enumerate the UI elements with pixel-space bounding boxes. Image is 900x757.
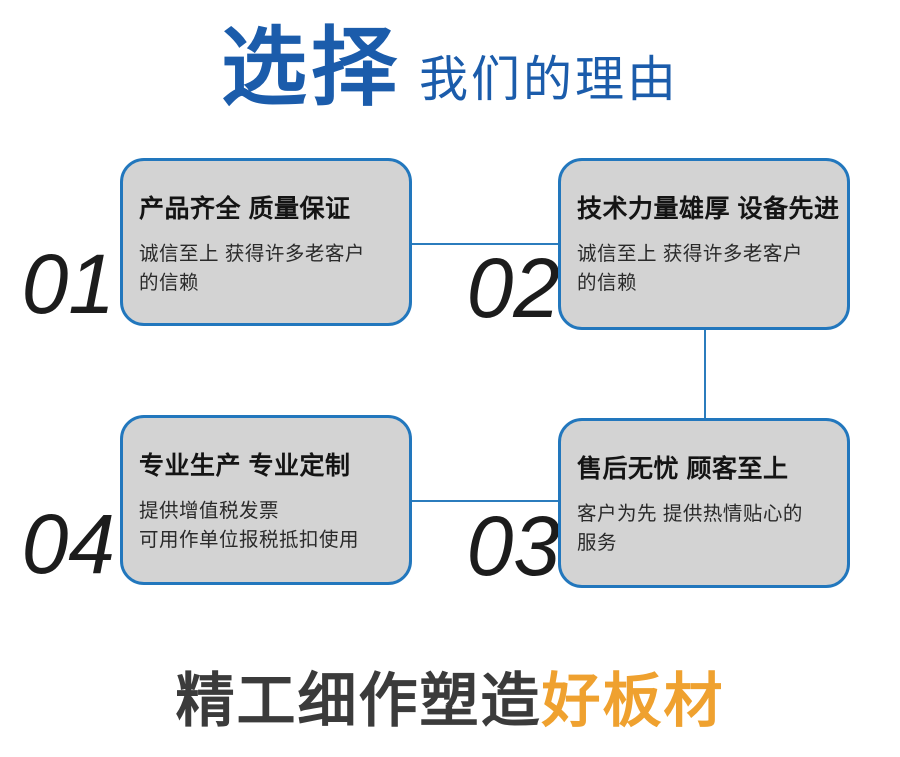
feature-card-desc: 诚信至上 获得许多老客户 的信赖 (139, 243, 365, 295)
feature-card-title: 专业生产 专业定制 (139, 452, 351, 480)
step-number-03: 03 (466, 499, 560, 593)
footer-slogan-dark: 精工细作塑造 (175, 668, 542, 734)
footer-slogan: 精工细作塑造好板材 (0, 668, 900, 736)
feature-card-04: 专业生产 专业定制 提供增值税发票 可用作单位报税抵扣使用 (120, 415, 412, 585)
step-number-01: 01 (21, 237, 115, 331)
feature-card-01: 产品齐全 质量保证 诚信至上 获得许多老客户 的信赖 (120, 158, 412, 326)
feature-card-title: 技术力量雄厚 设备先进 (577, 195, 840, 223)
step-number-04: 04 (21, 497, 115, 591)
feature-card-desc: 诚信至上 获得许多老客户 的信赖 (577, 243, 803, 295)
connector-line-vertical (704, 330, 706, 418)
feature-card-title: 售后无忧 顾客至上 (577, 455, 789, 483)
feature-card-desc: 客户为先 提供热情贴心的 服务 (577, 503, 803, 555)
connector-line-top (412, 243, 558, 245)
page-title-secondary: 我们的理由 (418, 53, 679, 108)
feature-card-title: 产品齐全 质量保证 (139, 195, 351, 223)
page-title: 选择 我们的理由 (0, 20, 900, 116)
feature-card-02: 技术力量雄厚 设备先进 诚信至上 获得许多老客户 的信赖 (558, 158, 850, 330)
feature-card-desc: 提供增值税发票 可用作单位报税抵扣使用 (139, 500, 360, 552)
page-title-primary: 选择 (220, 20, 401, 116)
feature-card-03: 售后无忧 顾客至上 客户为先 提供热情贴心的 服务 (558, 418, 850, 588)
footer-slogan-accent: 好板材 (541, 668, 725, 734)
step-number-02: 02 (466, 241, 560, 335)
connector-line-bottom (412, 500, 558, 502)
